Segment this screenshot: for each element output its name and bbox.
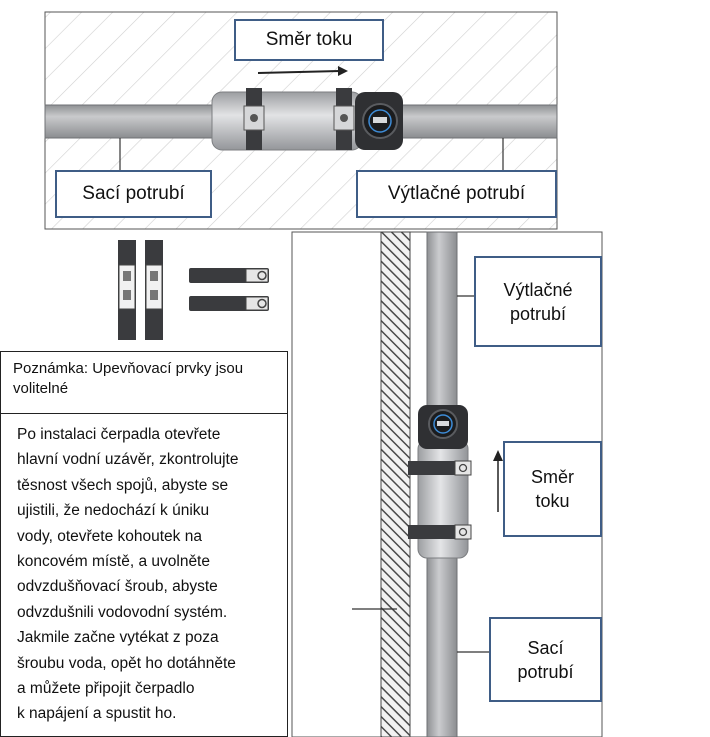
right-pump xyxy=(408,405,472,559)
flow-direction-label-right: Směr toku xyxy=(503,441,602,537)
discharge-pipe-label-top: Výtlačné potrubí xyxy=(356,170,557,218)
suction-pipe-label-top: Sací potrubí xyxy=(55,170,212,218)
discharge-pipe-label-right: Výtlačné potrubí xyxy=(474,256,602,347)
installation-instructions: Po instalaci čerpadla otevřete hlavní vo… xyxy=(0,414,288,737)
top-pump xyxy=(211,88,403,151)
fastener-horizontal-clamps xyxy=(189,268,269,311)
flow-direction-label-top: Směr toku xyxy=(234,19,384,61)
suction-pipe-label-right: Sací potrubí xyxy=(489,617,602,702)
fastener-vertical-clamps xyxy=(118,240,163,340)
fastener-note: Poznámka: Upevňovací prvky jsou voliteln… xyxy=(0,351,288,414)
wall-hatch xyxy=(380,231,411,737)
flow-arrow-top xyxy=(257,70,341,74)
